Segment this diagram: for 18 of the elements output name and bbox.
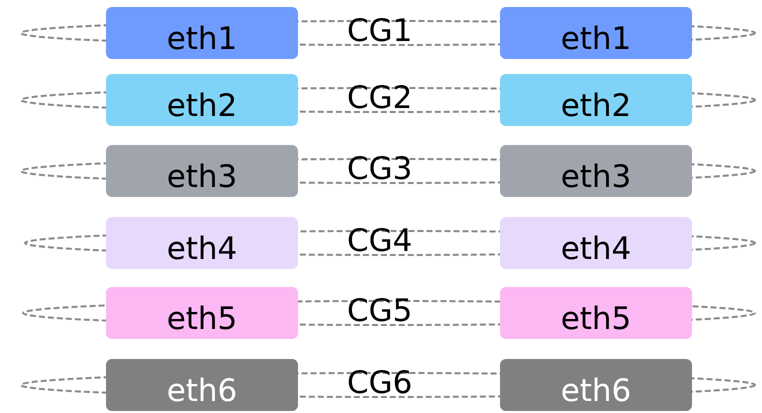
group-label: CG4 bbox=[347, 223, 412, 259]
group-label: CG6 bbox=[347, 365, 412, 401]
group-label: CG2 bbox=[347, 80, 412, 116]
group-label: CG1 bbox=[347, 13, 412, 49]
interface-box: eth1 bbox=[500, 7, 692, 59]
group-label: CG3 bbox=[347, 151, 412, 187]
interface-box: eth5 bbox=[500, 287, 692, 339]
interface-box: eth4 bbox=[106, 217, 298, 269]
group-label: CG5 bbox=[347, 293, 412, 329]
interface-box: eth1 bbox=[106, 7, 298, 59]
interface-box: eth2 bbox=[106, 74, 298, 126]
interface-box: eth6 bbox=[500, 359, 692, 411]
interface-box: eth5 bbox=[106, 287, 298, 339]
interface-box: eth3 bbox=[106, 145, 298, 197]
interface-box: eth2 bbox=[500, 74, 692, 126]
interface-box: eth6 bbox=[106, 359, 298, 411]
interface-box: eth4 bbox=[500, 217, 692, 269]
interface-box: eth3 bbox=[500, 145, 692, 197]
